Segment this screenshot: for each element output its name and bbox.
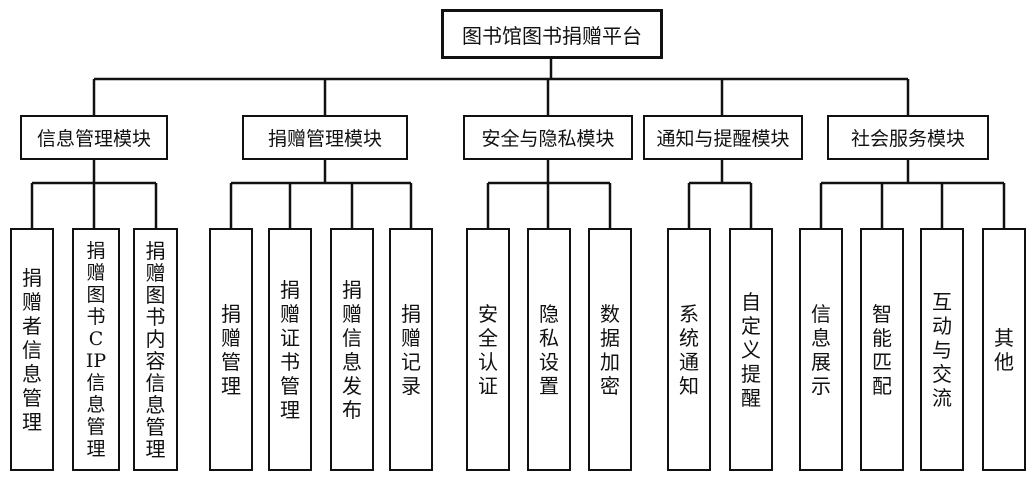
leaf-label: 隐私设置 <box>539 301 559 398</box>
leaf-other: 其他 <box>982 228 1026 471</box>
leaf-info-display: 信息展示 <box>799 228 843 471</box>
module-label: 安全与隐私模块 <box>481 128 615 150</box>
module-info-management: 信息管理模块 <box>20 115 168 160</box>
module-label: 通知与提醒模块 <box>656 128 790 150</box>
leaf-certificate-mgmt: 捐赠证书管理 <box>268 228 312 471</box>
leaf-label: 捐赠者信息管理 <box>22 265 42 434</box>
leaf-smart-match: 智能匹配 <box>860 228 904 471</box>
leaf-donor-info: 捐赠者信息管理 <box>10 228 54 471</box>
leaf-info-publish: 捐赠信息发布 <box>330 228 374 471</box>
leaf-label: 捐赠记录 <box>401 301 421 398</box>
leaf-cip-info: 捐赠图书CIP信息管理 <box>72 228 120 471</box>
leaf-label: 数据加密 <box>600 301 620 398</box>
leaf-interaction: 互动与交流 <box>920 228 964 471</box>
leaf-label: 其他 <box>994 325 1014 374</box>
leaf-label: 安全认证 <box>478 301 498 398</box>
module-label: 捐赠管理模块 <box>267 128 382 150</box>
leaf-label: 捐赠图书内容信息管理 <box>145 238 166 461</box>
leaf-label: 捐赠图书CIP信息管理 <box>85 239 107 460</box>
leaf-label: 智能匹配 <box>872 301 892 398</box>
leaf-book-content-info: 捐赠图书内容信息管理 <box>133 228 178 471</box>
module-security-privacy: 安全与隐私模块 <box>463 115 633 160</box>
leaf-label: 捐赠证书管理 <box>280 277 300 422</box>
leaf-system-notice: 系统通知 <box>667 228 711 471</box>
leaf-donation-record: 捐赠记录 <box>389 228 433 471</box>
leaf-custom-reminder: 自定义提醒 <box>729 228 773 471</box>
leaf-donation-mgmt: 捐赠管理 <box>209 228 253 471</box>
module-donation-management: 捐赠管理模块 <box>242 115 408 160</box>
leaf-label: 信息展示 <box>811 301 831 398</box>
module-label: 社会服务模块 <box>850 128 965 150</box>
root-label: 图书馆图书捐赠平台 <box>462 23 642 48</box>
leaf-security-auth: 安全认证 <box>466 228 510 471</box>
leaf-label: 自定义提醒 <box>741 289 761 410</box>
root-node: 图书馆图书捐赠平台 <box>441 9 663 59</box>
leaf-privacy-settings: 隐私设置 <box>527 228 571 471</box>
leaf-label: 捐赠管理 <box>221 301 241 398</box>
module-notification-reminder: 通知与提醒模块 <box>643 115 803 160</box>
leaf-data-encryption: 数据加密 <box>588 228 632 471</box>
leaf-label: 捐赠信息发布 <box>342 277 362 422</box>
module-label: 信息管理模块 <box>36 128 151 150</box>
module-social-service: 社会服务模块 <box>827 115 989 160</box>
leaf-label: 系统通知 <box>679 301 699 398</box>
leaf-label: 互动与交流 <box>932 289 952 410</box>
